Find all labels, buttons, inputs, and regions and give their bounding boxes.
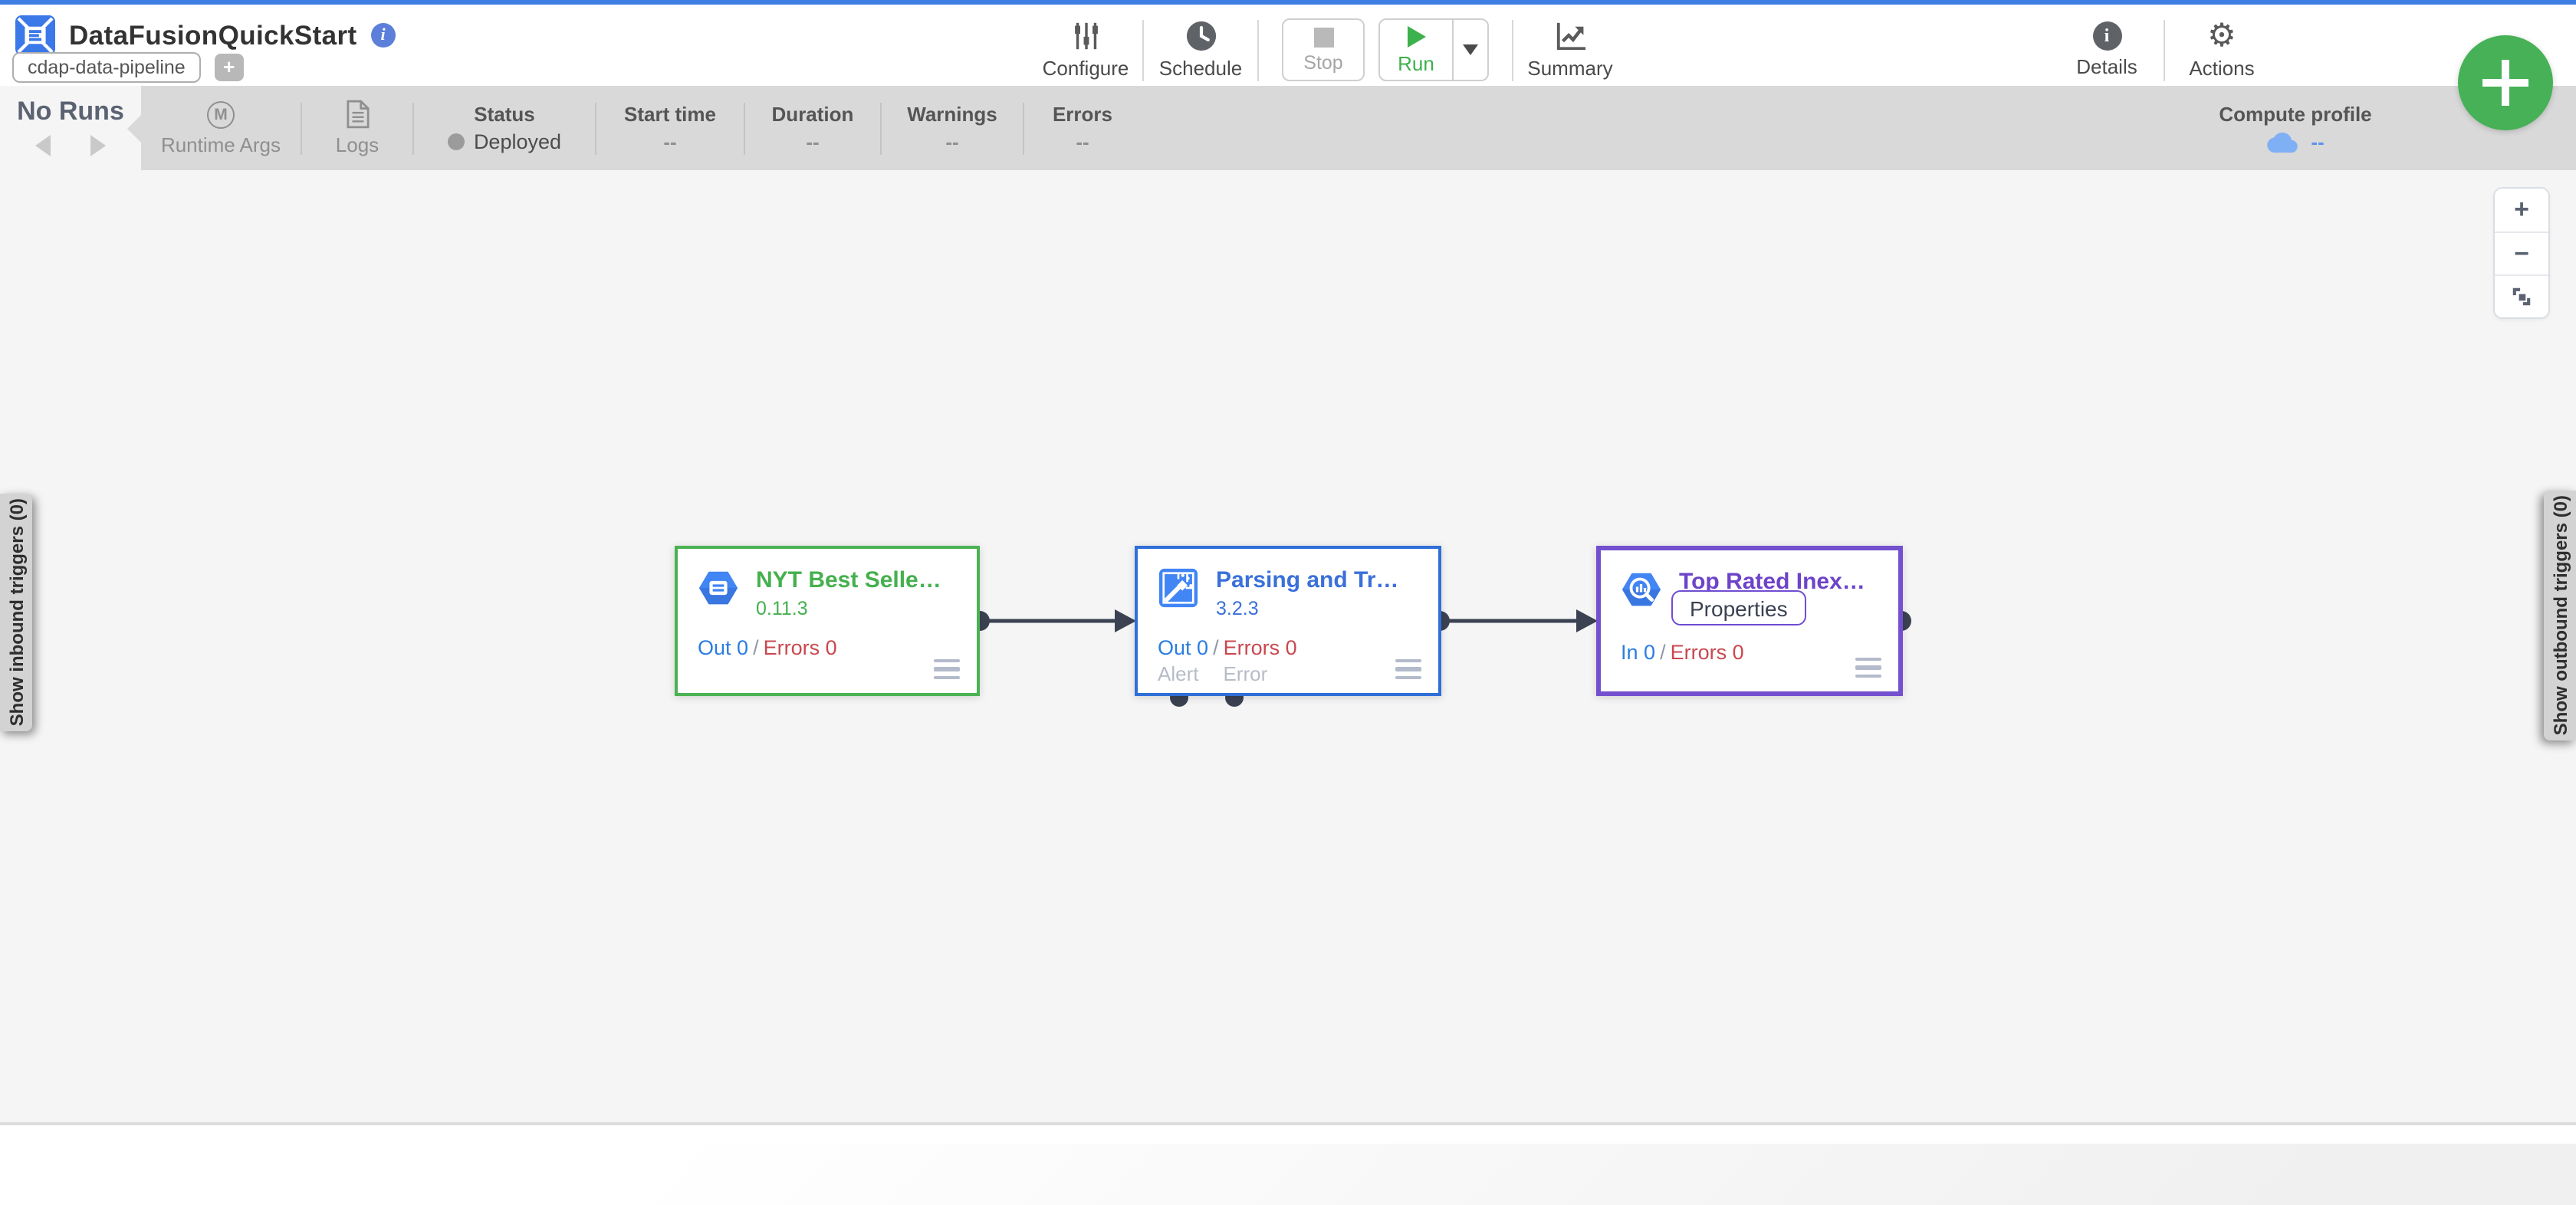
next-run-icon[interactable]: [90, 135, 106, 156]
info-circle-icon: i: [2092, 21, 2121, 51]
sliders-icon: [1074, 22, 1097, 50]
node-port-labels: Alert Error: [1158, 662, 1267, 685]
show-inbound-triggers-tab[interactable]: Show inbound triggers (0): [0, 494, 32, 731]
divider: [412, 102, 414, 154]
status-value: Deployed: [473, 130, 562, 153]
info-icon[interactable]: i: [370, 23, 396, 48]
divider: [744, 102, 745, 154]
chart-icon: [1556, 22, 1585, 51]
runtime-args-button[interactable]: M Runtime Args: [141, 100, 301, 156]
node-title: NYT Best Selle…: [756, 567, 941, 593]
errors-metric: Errors --: [1052, 103, 1113, 153]
top-bar: DataFusionQuickStart i cdap-data-pipelin…: [0, 0, 2576, 86]
node-menu-icon[interactable]: [934, 654, 960, 679]
node-nyt-best-sellers[interactable]: NYT Best Selle… 0.11.3 Out 0/Errors 0: [675, 546, 980, 696]
previous-run-icon[interactable]: [35, 135, 51, 156]
cloud-icon: [2267, 131, 2298, 153]
play-icon: [1407, 25, 1425, 47]
runs-count-label: No Runs: [17, 97, 124, 126]
stop-icon: [1313, 27, 1333, 47]
pipeline-canvas[interactable]: + − Show inbound triggers (0) Show outbo…: [0, 170, 2576, 1122]
zoom-in-button[interactable]: +: [2495, 189, 2548, 231]
divider: [1142, 19, 1144, 80]
bigquery-plugin-icon: [1622, 573, 1661, 606]
node-metrics: In 0/Errors 0: [1621, 641, 1744, 664]
node-menu-icon[interactable]: [1395, 654, 1421, 679]
run-split-button: Run: [1378, 18, 1489, 81]
run-button[interactable]: Run: [1380, 20, 1452, 80]
status-metric: Status Deployed: [414, 103, 595, 153]
node-metrics: Out 0/Errors 0: [1158, 636, 1297, 659]
clock-icon: [1185, 21, 1216, 51]
divider: [880, 102, 882, 154]
add-entity-fab-button[interactable]: [2458, 35, 2553, 130]
properties-button[interactable]: Properties: [1671, 590, 1806, 625]
pipeline-toolbar-right: i Details ⚙ Actions: [2058, 9, 2271, 90]
canvas-zoom-controls: + −: [2493, 187, 2550, 319]
fit-to-screen-icon: [2512, 287, 2531, 306]
runs-navigator: No Runs: [0, 86, 141, 170]
out-metric[interactable]: Out 0: [698, 636, 749, 659]
node-menu-icon[interactable]: [1855, 652, 1881, 678]
divider: [1512, 19, 1513, 80]
duration-metric: Duration --: [771, 103, 854, 153]
run-bar-items: M Runtime Args Logs Status Depl: [141, 86, 2576, 170]
divider: [301, 102, 302, 154]
chevron-down-icon: [1463, 44, 1478, 55]
logs-button[interactable]: Logs: [302, 100, 412, 156]
gcs-plugin-icon: [698, 571, 738, 605]
node-version: 0.11.3: [756, 598, 808, 619]
in-metric[interactable]: In 0: [1621, 641, 1656, 664]
warnings-metric: Warnings --: [907, 103, 997, 153]
actions-button[interactable]: ⚙ Actions: [2189, 18, 2255, 80]
fit-to-screen-button[interactable]: [2495, 274, 2548, 317]
run-status-bar: No Runs M Runtime Args Logs: [0, 86, 2576, 170]
pipeline-type-tag: cdap-data-pipeline: [12, 52, 201, 83]
pipeline-toolbar: Configure Schedule Stop Run: [1037, 9, 1619, 90]
add-tag-button[interactable]: +: [214, 54, 244, 81]
arrowhead-icon: [1115, 609, 1136, 632]
configure-button[interactable]: Configure: [1037, 20, 1135, 80]
pipeline-tag-row: cdap-data-pipeline +: [12, 52, 244, 83]
gear-icon: ⚙: [2207, 18, 2236, 54]
run-options-button[interactable]: [1452, 20, 1487, 80]
divider: [1257, 19, 1259, 80]
divider: [1023, 102, 1024, 154]
node-top-rated-sink[interactable]: Top Rated Inex… Properties In 0/Errors 0: [1596, 546, 1903, 696]
arrowhead-icon: [1576, 609, 1598, 632]
errors-metric[interactable]: Errors 0: [763, 636, 837, 659]
show-outbound-triggers-tab[interactable]: Show outbound triggers (0): [2544, 491, 2576, 740]
summary-button[interactable]: Summary: [1521, 20, 1619, 80]
start-time-metric: Start time --: [624, 103, 716, 153]
bottom-panel-shadow: [386, 1144, 2576, 1205]
pipeline-title: DataFusionQuickStart: [69, 19, 357, 50]
bottom-panel-edge: [0, 1122, 2576, 1205]
status-dot-icon: [447, 133, 465, 150]
macro-icon: M: [207, 100, 235, 128]
node-version: 3.2.3: [1216, 598, 1259, 619]
document-icon: [346, 100, 369, 129]
node-metrics: Out 0/Errors 0: [698, 636, 837, 659]
divider: [595, 102, 596, 154]
divider: [2164, 19, 2165, 80]
stop-button[interactable]: Stop: [1282, 18, 1365, 81]
error-port-label: Error: [1223, 662, 1268, 685]
cdap-logo-icon: [15, 15, 55, 55]
node-title: Parsing and Tr…: [1216, 567, 1399, 593]
run-navigation: [0, 135, 141, 156]
schedule-button[interactable]: Schedule: [1152, 20, 1250, 80]
errors-metric[interactable]: Errors 0: [1223, 636, 1297, 659]
compute-profile[interactable]: Compute profile --: [2219, 103, 2372, 153]
details-button[interactable]: i Details: [2058, 21, 2156, 78]
errors-metric[interactable]: Errors 0: [1670, 641, 1744, 664]
wrangler-plugin-icon: [1158, 568, 1198, 608]
brand: DataFusionQuickStart i: [15, 15, 396, 55]
alert-port-label: Alert: [1158, 662, 1199, 685]
zoom-out-button[interactable]: −: [2495, 231, 2548, 274]
out-metric[interactable]: Out 0: [1158, 636, 1209, 659]
node-parsing-and-transform[interactable]: Parsing and Tr… 3.2.3 Out 0/Errors 0 Ale…: [1135, 546, 1441, 696]
